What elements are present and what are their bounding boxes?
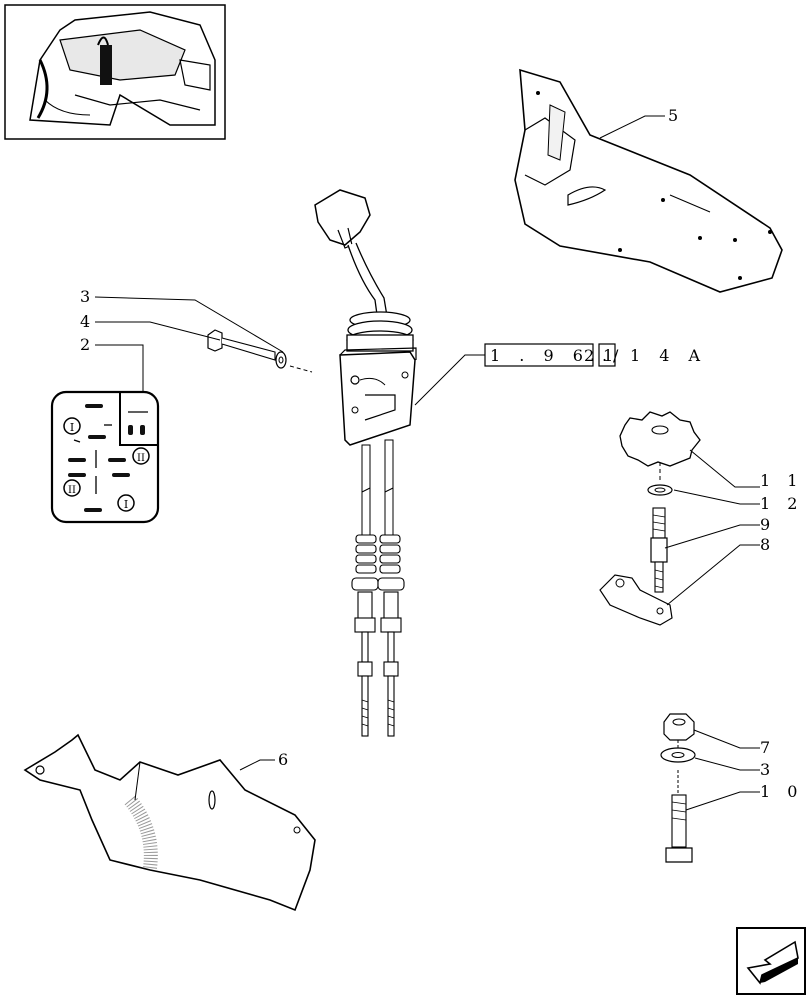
gear-label-one-a: I: [70, 421, 74, 434]
reference-code-part-2: 2: [584, 346, 601, 365]
reference-code-part-3: 1: [603, 346, 620, 365]
callout-4: 4: [80, 312, 96, 331]
leader-lines: [94, 115, 760, 811]
callout-9: 9: [760, 515, 776, 534]
callout-3-top: 3: [80, 287, 96, 306]
bolt-part-10: [665, 770, 693, 863]
bracket-part-5: [514, 68, 783, 293]
gear-label-two-a: II: [137, 453, 145, 464]
nut-part-7: [663, 713, 695, 741]
reference-code-box: 1 . 9 6 . 2 1 / 1 4 A: [484, 343, 707, 367]
callout-11: 1 1: [760, 471, 803, 490]
tractor-cab-thumbnail: [4, 4, 226, 140]
gear-lever-assembly: [314, 189, 417, 737]
gear-label-two-b: II: [68, 485, 76, 496]
callout-10: 1 0: [760, 782, 803, 801]
reference-code-slash: /: [613, 346, 625, 365]
reference-code-suffix: 1 4 A: [630, 346, 707, 365]
gear-shift-pattern-plate: I II II I: [50, 390, 160, 524]
knob-part-11: [619, 411, 701, 480]
next-page-arrow-icon[interactable]: [736, 927, 806, 995]
washer-part-12: [647, 484, 673, 496]
washer-part-3: [660, 740, 696, 763]
bolt-part-4: [207, 329, 313, 373]
callout-12: 1 2: [760, 494, 803, 513]
callout-3-bottom: 3: [760, 760, 776, 779]
callout-5: 5: [668, 106, 684, 125]
callout-8: 8: [760, 535, 776, 554]
stud-part-9: [650, 507, 668, 593]
gear-label-one-b: I: [124, 498, 128, 511]
clamp-part-8: [599, 574, 673, 626]
callout-6: 6: [278, 750, 294, 769]
callout-2: 2: [80, 335, 96, 354]
bracket-part-6: [23, 733, 316, 912]
callout-7: 7: [760, 738, 776, 757]
reference-code-part-1: 1 . 9 6 .: [490, 346, 614, 365]
